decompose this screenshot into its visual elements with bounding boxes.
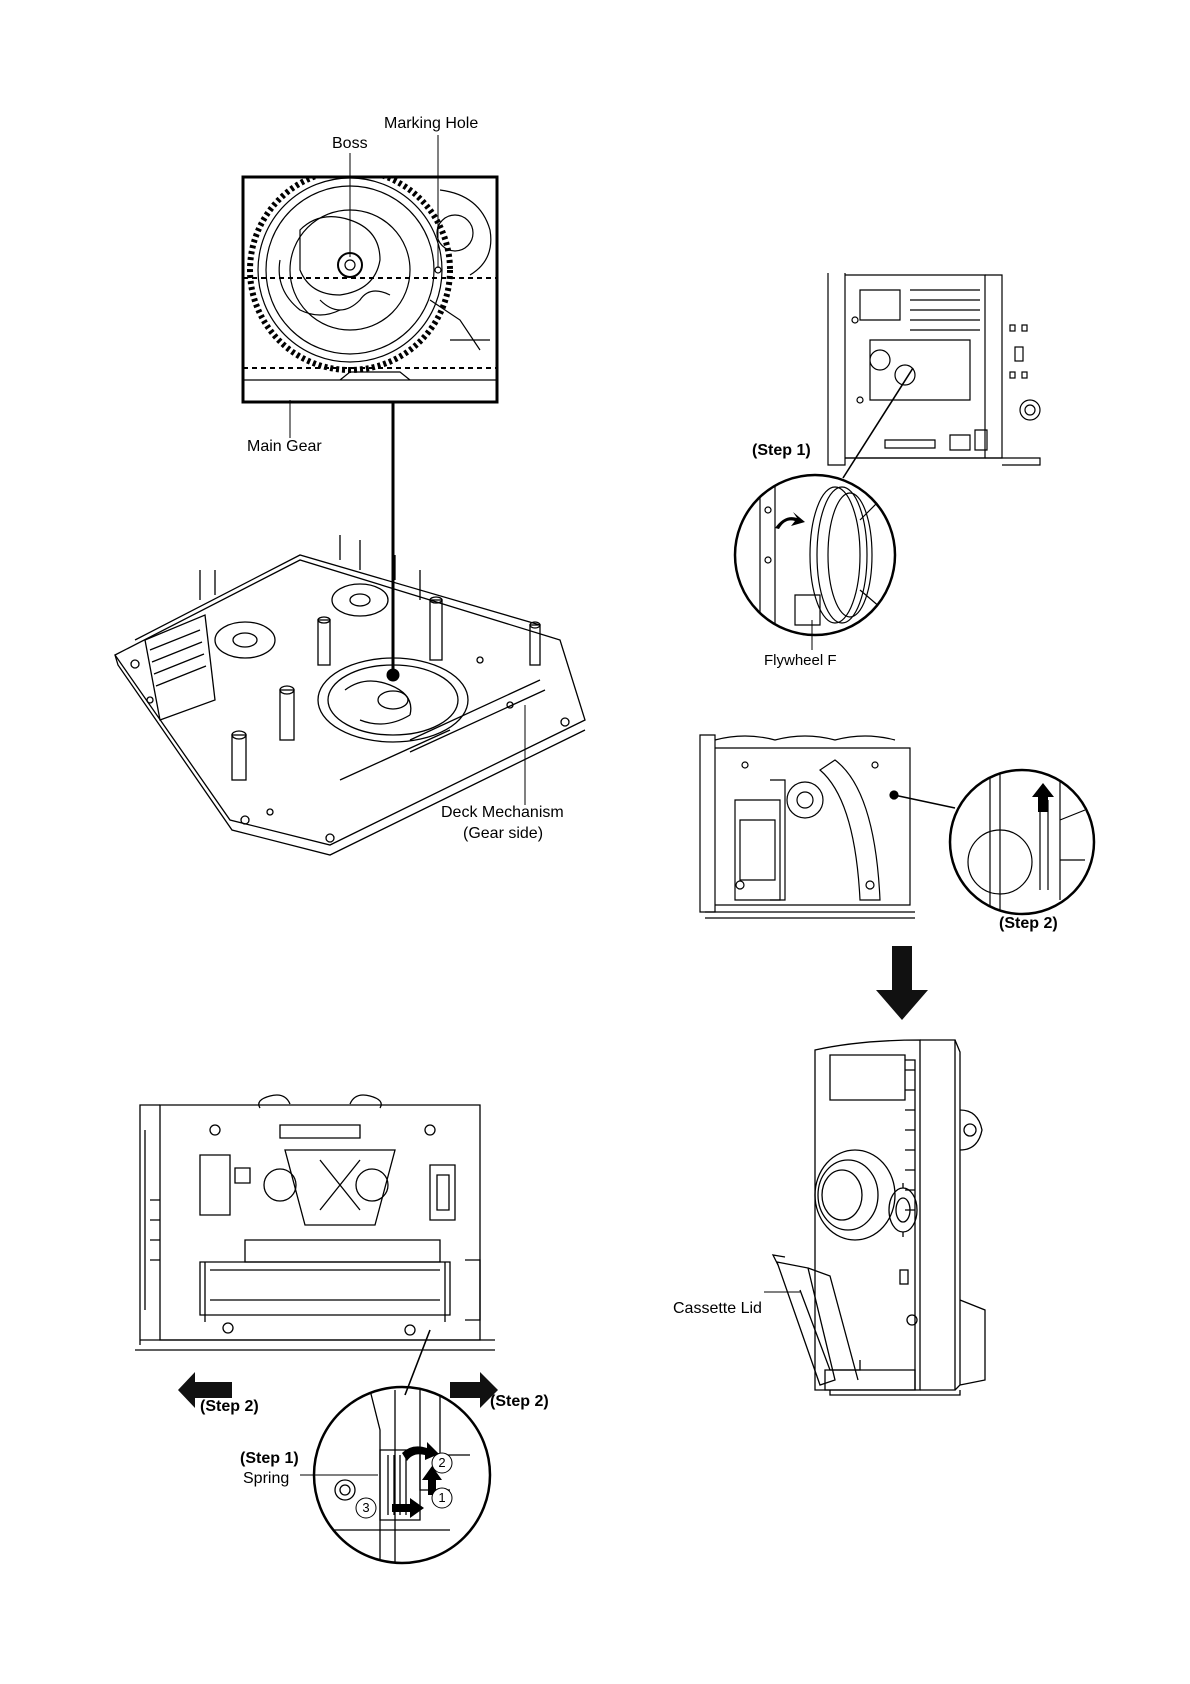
step-number-1: 1 xyxy=(436,1489,448,1507)
gear-side-label: (Gear side) xyxy=(463,825,543,843)
step-number-2: 2 xyxy=(436,1454,448,1472)
cassette-lid-label: Cassette Lid xyxy=(673,1300,762,1318)
step2-right-label: (Step 2) xyxy=(999,915,1058,933)
step2-unit-drawing xyxy=(700,735,1094,920)
marking-hole-label: Marking Hole xyxy=(384,115,478,133)
step-number-3: 3 xyxy=(360,1499,372,1517)
unit-front-drawing xyxy=(764,1040,985,1395)
deck-mechanism-label: Deck Mechanism xyxy=(441,804,564,822)
step2-left-label: (Step 2) xyxy=(200,1398,259,1416)
step2-bottom-right-label: (Step 2) xyxy=(490,1393,549,1411)
boss-label: Boss xyxy=(332,135,368,153)
step1-spring-label: (Step 1) xyxy=(240,1450,299,1468)
spring-mechanism-drawing xyxy=(135,1095,495,1580)
step1-flywheel-label: (Step 1) xyxy=(752,442,811,460)
main-gear-label: Main Gear xyxy=(247,438,322,456)
arrow-down-icon xyxy=(876,946,928,1020)
spring-label: Spring xyxy=(243,1470,289,1488)
flywheel-f-label: Flywheel F xyxy=(764,652,837,670)
flywheel-unit-drawing xyxy=(735,273,1040,650)
